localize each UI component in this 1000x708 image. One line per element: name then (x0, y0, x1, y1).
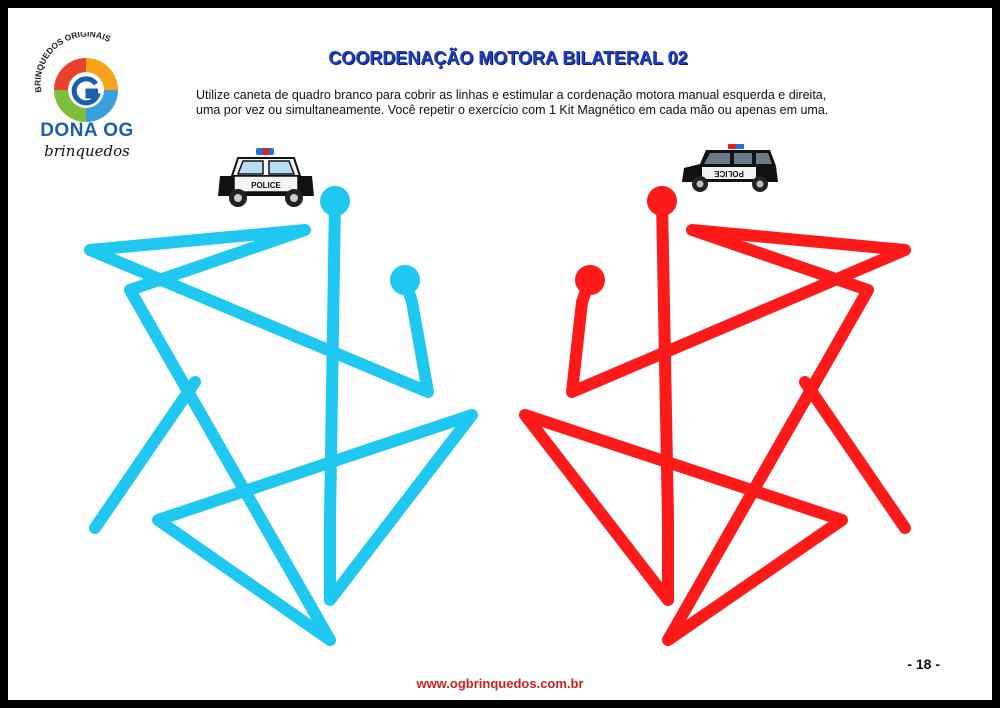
tracing-area (84, 186, 911, 646)
left-path-branch (89, 376, 201, 534)
logo-ring-icon (54, 58, 118, 122)
brand-subtitle: brinquedos (44, 142, 130, 160)
instructions-line-1: Utilize caneta de quadro branco para cob… (196, 88, 827, 102)
right-end-dot[interactable] (575, 265, 605, 295)
brand-name: DONA OG (40, 120, 134, 141)
instructions: Utilize caneta de quadro branco para cob… (196, 88, 876, 118)
right-car-label: POLICE (713, 169, 743, 178)
right-start-dot[interactable] (647, 186, 677, 216)
left-end-dot[interactable] (390, 265, 420, 295)
left-start-dot[interactable] (320, 186, 350, 216)
page-number: - 18 - (907, 656, 940, 672)
right-police-suv-icon: POLICE (682, 144, 778, 192)
brand-logo: BRINQUEDOS ORIGINAIS DONA OG brinquedos (28, 32, 146, 168)
left-police-car-icon: POLICE (218, 148, 314, 207)
worksheet-page: BRINQUEDOS ORIGINAIS DONA OG brinquedos … (8, 8, 992, 700)
instructions-line-2: uma por vez ou simultaneamente. Você rep… (196, 103, 829, 117)
right-path-branch (799, 376, 911, 534)
website-link[interactable]: www.ogbrinquedos.com.br (416, 676, 584, 691)
left-car-label: POLICE (251, 181, 281, 190)
page-title: COORDENAÇÃO MOTORA BILATERAL 02 (328, 48, 688, 68)
right-tracing-path[interactable] (519, 186, 911, 646)
left-tracing-path[interactable] (84, 186, 478, 646)
